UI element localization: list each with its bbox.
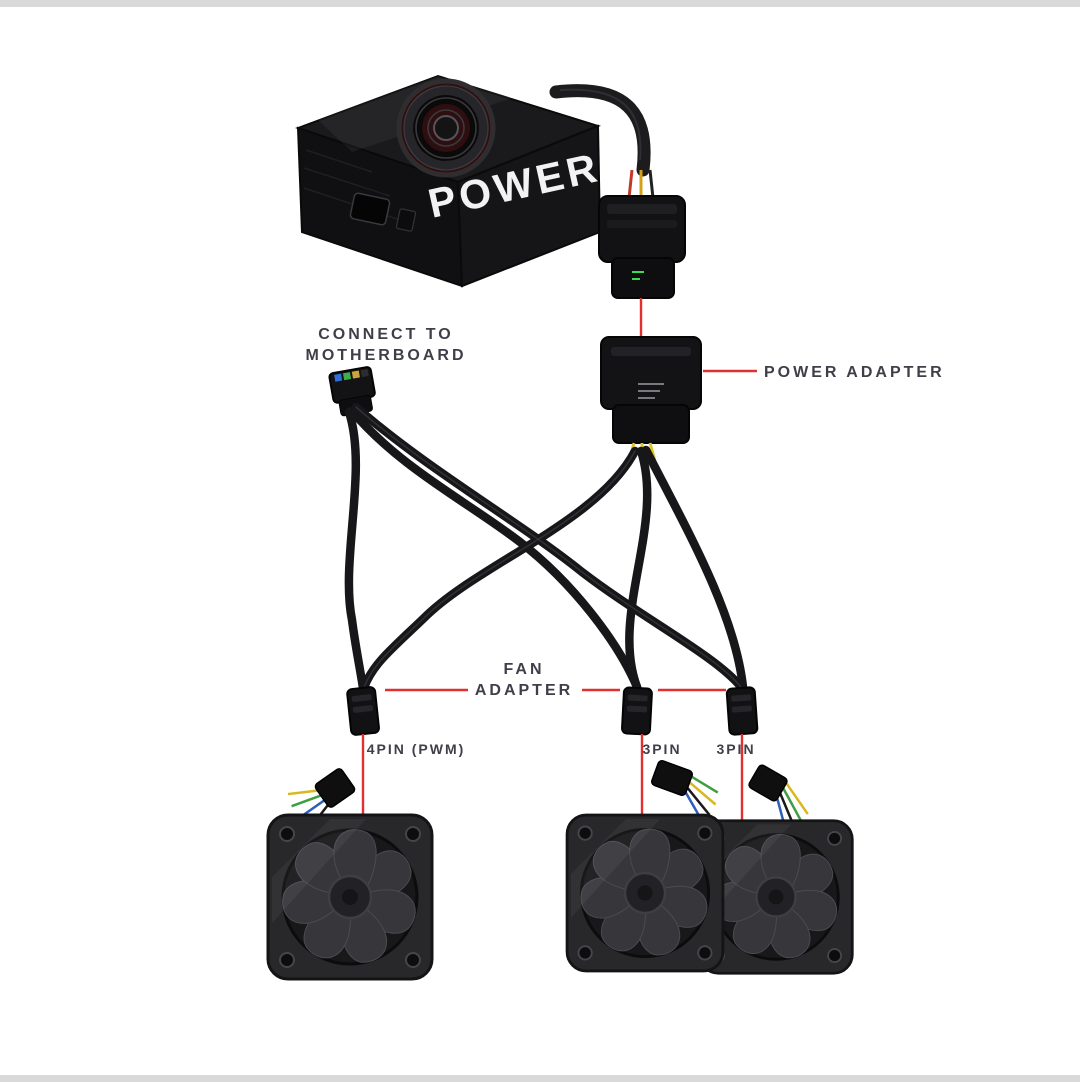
fan-adapter-line1: FAN <box>503 661 545 678</box>
connect-to-motherboard-label: CONNECT TO MOTHERBOARD <box>306 324 467 366</box>
fan-adapter-line2: ADAPTER <box>474 682 574 699</box>
power-adapter-label: POWER ADAPTER <box>764 364 945 381</box>
fan-middle-type-label: 3PIN <box>642 741 682 757</box>
psu-output-cable <box>549 84 655 199</box>
fan-adapter-connector-right <box>725 686 759 736</box>
fan-cable <box>347 406 642 692</box>
fan-left-type-label: 4PIN (PWM) <box>366 741 466 757</box>
psu-fan <box>398 79 495 175</box>
fan-plug-right <box>748 764 809 841</box>
fan-right-type-label: 3PIN <box>716 741 756 757</box>
power-supply-unit: POWER <box>295 76 605 288</box>
fan-cable <box>359 446 640 693</box>
fan-adapter-label: FAN ADAPTER <box>475 659 573 701</box>
case-fan-left <box>266 813 434 981</box>
fan-cable <box>625 446 652 692</box>
power-adapter-connector <box>600 336 702 462</box>
top-border <box>0 0 1080 7</box>
connector-print-mark <box>632 271 644 280</box>
case-fan-middle <box>565 813 725 973</box>
psu-ac-inlet <box>349 192 417 232</box>
fan-plug-middle <box>651 760 719 823</box>
fan-cable <box>344 407 368 693</box>
fan-adapter-connector-left <box>346 686 380 736</box>
connect-to-motherboard-line2: MOTHERBOARD <box>305 347 467 364</box>
psu-cable-connector <box>598 195 686 299</box>
fan-adapter-connector-middle <box>621 686 653 736</box>
bottom-border <box>0 1075 1080 1082</box>
adapter-print-mark <box>638 383 664 399</box>
connect-to-motherboard-line1: CONNECT TO <box>318 326 454 343</box>
fan-cable <box>641 445 748 692</box>
sleeved-cables <box>344 402 748 693</box>
